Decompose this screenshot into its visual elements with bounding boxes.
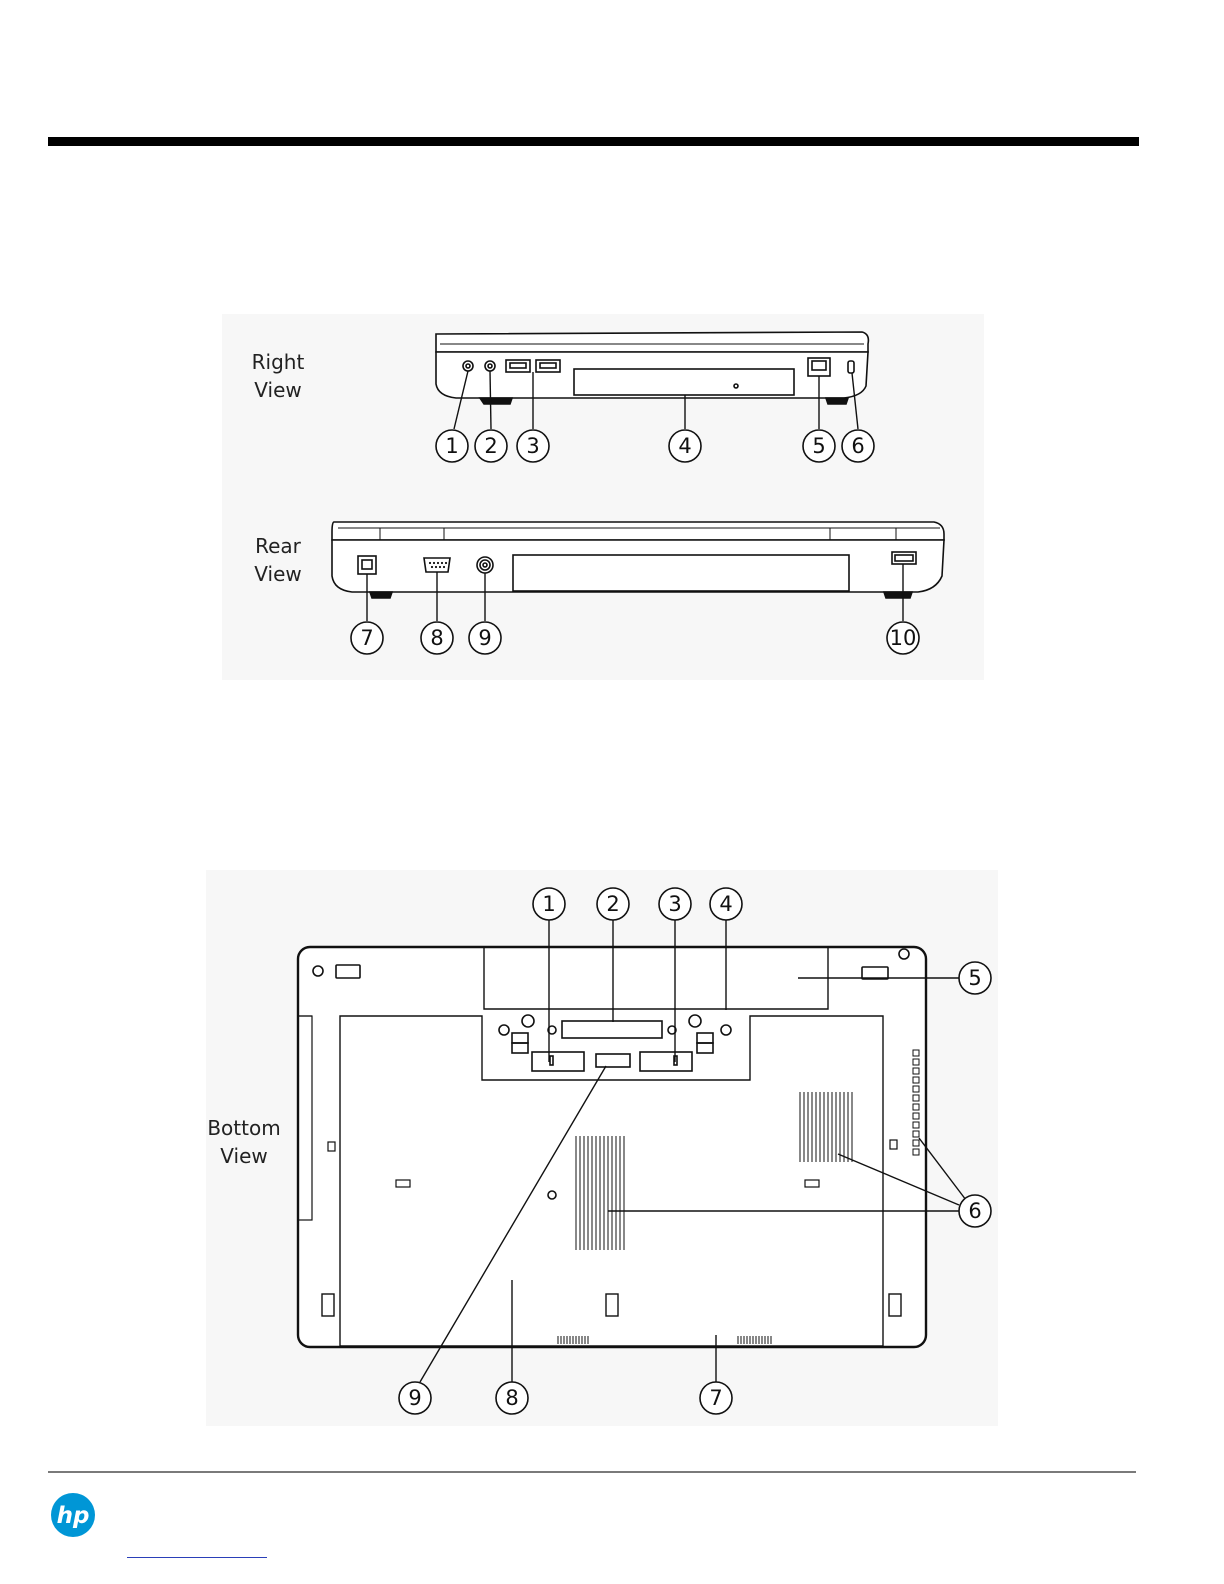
bottom-view-callout-7: 7 xyxy=(700,1382,732,1414)
rear-view-callout-7: 7 xyxy=(351,622,383,654)
svg-text:8: 8 xyxy=(505,1386,518,1410)
bottom-view-drawing: 1 2 3 4 5 6 7 8 9 xyxy=(206,870,998,1426)
right-view-callout-3: 3 xyxy=(517,430,549,462)
svg-text:7: 7 xyxy=(709,1386,722,1410)
svg-text:8: 8 xyxy=(430,626,443,650)
svg-text:4: 4 xyxy=(678,434,691,458)
bottom-view-callout-6: 6 xyxy=(959,1195,991,1227)
right-rear-view-figure: Right View Rear View xyxy=(222,314,984,680)
rear-view-callout-10: 10 xyxy=(887,622,919,654)
svg-text:10: 10 xyxy=(890,626,917,650)
svg-text:5: 5 xyxy=(812,434,825,458)
svg-text:4: 4 xyxy=(719,892,732,916)
svg-text:3: 3 xyxy=(526,434,539,458)
bottom-view-callout-1: 1 xyxy=(533,888,565,920)
svg-text:6: 6 xyxy=(968,1199,981,1223)
bottom-view-callout-5: 5 xyxy=(959,962,991,994)
svg-text:5: 5 xyxy=(968,966,981,990)
svg-text:1: 1 xyxy=(445,434,458,458)
svg-text:7: 7 xyxy=(360,626,373,650)
bottom-view-callout-3: 3 xyxy=(659,888,691,920)
svg-text:9: 9 xyxy=(478,626,491,650)
right-view-callout-6: 6 xyxy=(842,430,874,462)
right-view-callout-1: 1 xyxy=(436,430,468,462)
bottom-view-callout-8: 8 xyxy=(496,1382,528,1414)
bottom-view-callout-4: 4 xyxy=(710,888,742,920)
footer-rule xyxy=(48,1471,1136,1473)
footer-link-underline[interactable] xyxy=(127,1557,267,1558)
header-rule xyxy=(48,137,1139,146)
bottom-view-figure: Bottom View xyxy=(206,870,998,1426)
svg-text:1: 1 xyxy=(542,892,555,916)
svg-text:2: 2 xyxy=(606,892,619,916)
svg-text:3: 3 xyxy=(668,892,681,916)
rear-view-chassis xyxy=(332,522,944,598)
right-view-callout-2: 2 xyxy=(475,430,507,462)
bottom-view-callout-2: 2 xyxy=(597,888,629,920)
svg-text:2: 2 xyxy=(484,434,497,458)
rear-view-callout-9: 9 xyxy=(469,622,501,654)
right-view-callout-4: 4 xyxy=(669,430,701,462)
right-view-chassis xyxy=(436,332,868,404)
svg-text:6: 6 xyxy=(851,434,864,458)
right-view-callout-5: 5 xyxy=(803,430,835,462)
rear-view-callout-8: 8 xyxy=(421,622,453,654)
bottom-view-callout-9: 9 xyxy=(399,1382,431,1414)
hp-logo-text: hp xyxy=(57,1503,90,1529)
svg-text:9: 9 xyxy=(408,1386,421,1410)
hp-logo-icon: hp xyxy=(50,1492,96,1538)
right-rear-drawing: 1 2 3 4 5 6 xyxy=(222,314,984,680)
